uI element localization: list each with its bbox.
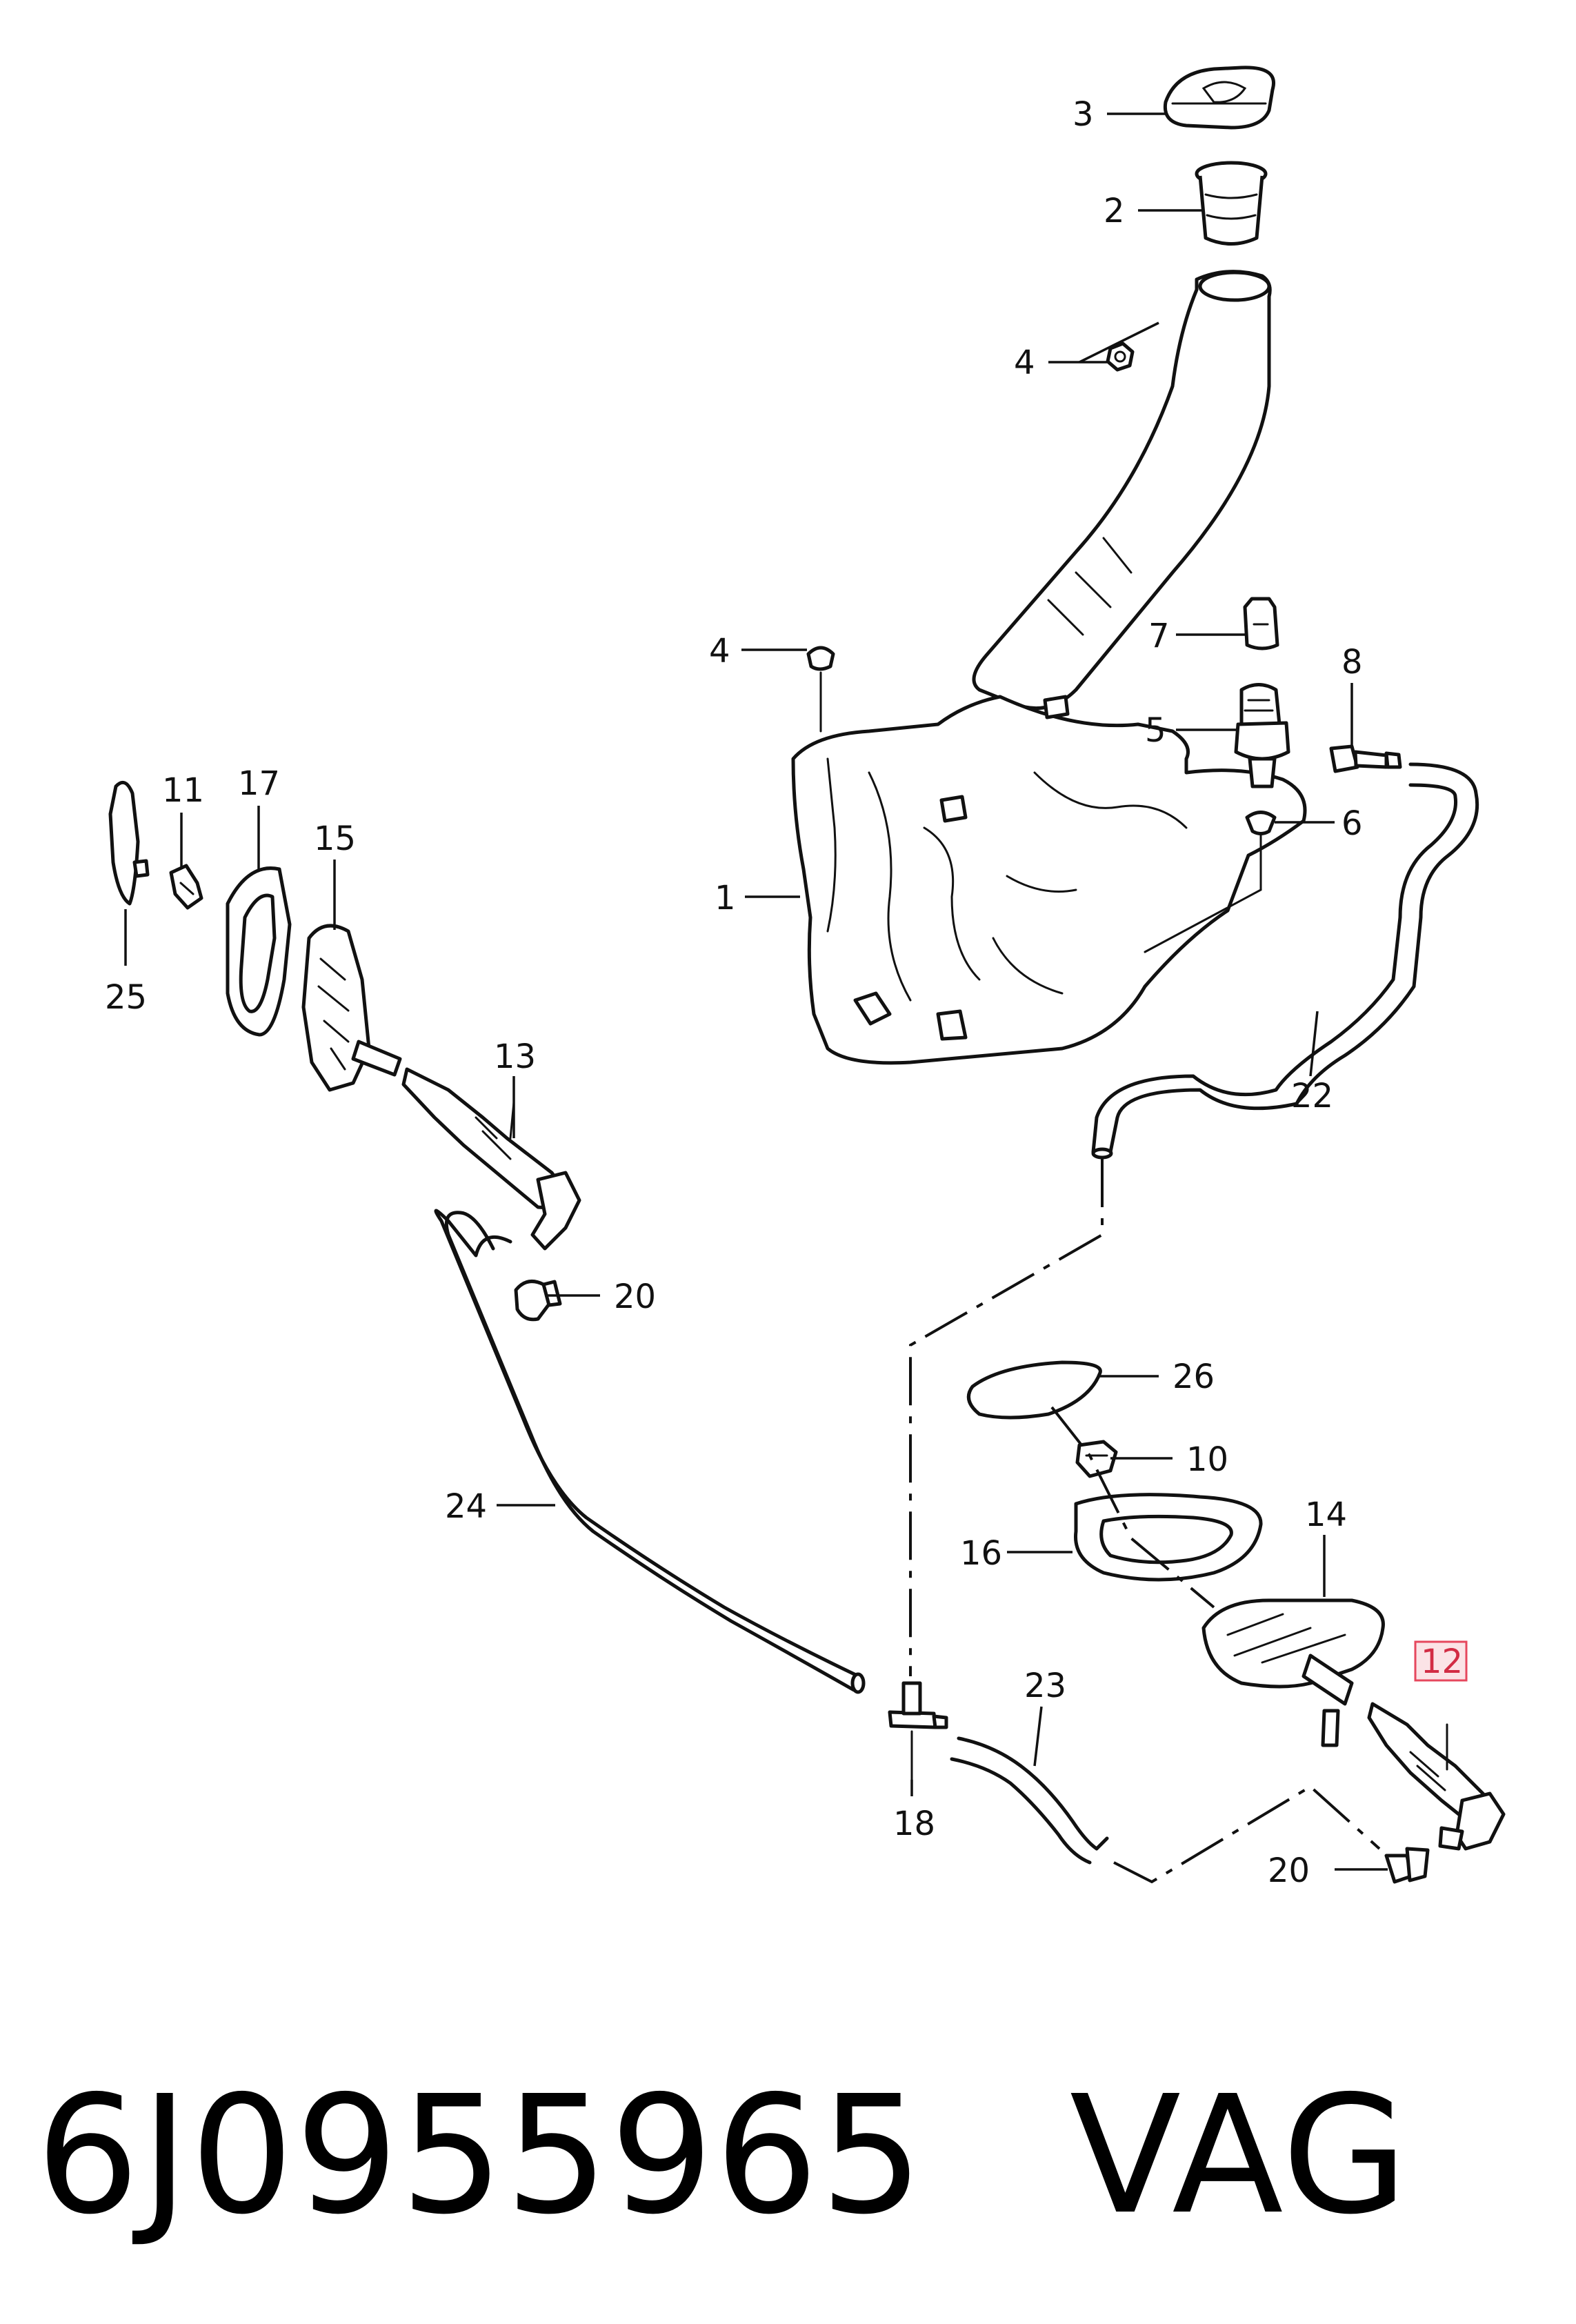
part-16-seal-right: [1074, 1493, 1263, 1582]
highlight-box-12: [1414, 1640, 1468, 1682]
callout-3: 3: [1073, 95, 1094, 134]
part-number: 6J0955965: [36, 2060, 925, 2250]
part-7-connector: [1243, 597, 1279, 650]
callout-10: 10: [1186, 1440, 1228, 1479]
callout-12: 12: [1421, 1642, 1463, 1681]
callout-14: 14: [1305, 1496, 1347, 1534]
part-4-nut-lower: [806, 646, 835, 733]
callout-6: 6: [1341, 804, 1363, 843]
callout-17: 17: [238, 764, 280, 803]
callout-5: 5: [1145, 711, 1166, 750]
callout-18: 18: [893, 1805, 935, 1843]
part-17-seal-left: [226, 866, 292, 1037]
brand-label: VAG: [1069, 2060, 1410, 2250]
callout-labels: 3 2 4 4 7 8 5 6 1 22 11 17 15 25 13 20 2…: [105, 95, 1463, 1890]
callout-2: 2: [1104, 192, 1125, 230]
callout-20-right: 20: [1268, 1851, 1310, 1890]
part-26-cap-right: [966, 1360, 1102, 1420]
part-23-hose: [950, 1736, 1381, 1884]
part-10-clip-right: [1075, 1440, 1118, 1478]
part-8-connector: [1329, 744, 1402, 773]
part-20-connector-left: [514, 1280, 562, 1322]
callout-4-upper: 4: [1014, 344, 1035, 382]
part-12-washer-nozzle-right: [1367, 1702, 1506, 1851]
part-5-pump: [1234, 683, 1290, 788]
part-20-connector-right: [1384, 1847, 1430, 1884]
callout-22: 22: [1291, 1077, 1333, 1115]
callout-26: 26: [1173, 1358, 1215, 1396]
part-6-grommet: [1144, 811, 1277, 953]
part-15-bracket-left: [301, 924, 402, 1092]
callout-25: 25: [105, 978, 147, 1017]
part-11-clip-left: [169, 864, 203, 910]
callout-8: 8: [1341, 643, 1363, 682]
part-25-cap-left: [108, 780, 150, 906]
part-14-bracket-right: [1201, 1598, 1385, 1747]
part-3-cap: [1163, 66, 1275, 130]
leader-lines: [124, 112, 1388, 1871]
part-2-strainer: [1195, 161, 1268, 246]
callout-13: 13: [494, 1037, 536, 1076]
callout-20-left: 20: [614, 1278, 656, 1316]
callout-4-lower: 4: [709, 632, 730, 671]
part-13-washer-nozzle-left: [401, 1067, 581, 1251]
part-4-nut-upper: [1106, 341, 1135, 372]
part-18-t-piece: [888, 1681, 948, 1781]
callout-24: 24: [445, 1487, 487, 1526]
part-24-hose: [434, 1209, 866, 1694]
callout-16: 16: [960, 1534, 1002, 1573]
callout-1: 1: [715, 879, 736, 917]
callout-15: 15: [314, 820, 356, 858]
part-1-reservoir: [791, 270, 1307, 1065]
callout-23: 23: [1024, 1667, 1066, 1705]
part-22-hose: [909, 762, 1479, 1676]
callout-11: 11: [162, 771, 204, 810]
callout-7: 7: [1148, 617, 1170, 655]
